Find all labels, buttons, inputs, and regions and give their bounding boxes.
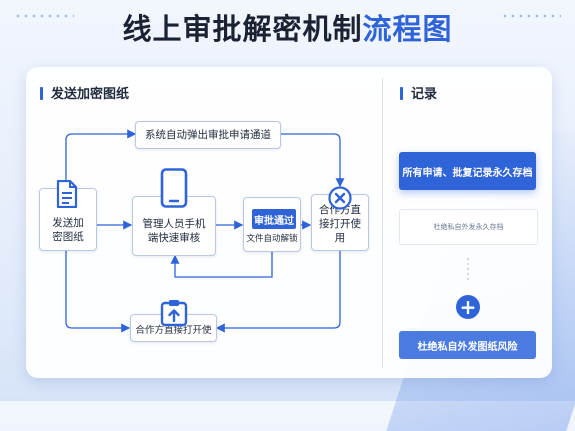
section-marker	[40, 87, 43, 100]
approved-badge: 审批通过	[252, 209, 296, 229]
arrow-send-to-popup	[65, 129, 137, 188]
risk-prevention-banner: 杜绝私自外发图纸风险	[399, 331, 536, 359]
arrow-decrypt-to-manager	[170, 252, 273, 278]
send-node-text: 发送加密图纸	[52, 217, 84, 243]
section-divider	[382, 78, 383, 368]
title-main: 线上审批解密机制	[122, 12, 363, 46]
partner-node-text: 合作方直接打开使用	[319, 204, 361, 244]
arrow-send-to-direct	[65, 251, 131, 333]
record-section-title: 记录	[400, 83, 437, 102]
record-dashed-line	[467, 258, 469, 282]
flow-connectors	[65, 129, 345, 333]
arrow-popup-to-partner	[279, 133, 345, 188]
document-icon	[56, 180, 78, 208]
record-card: 杜绝私自外发永久存档	[399, 209, 538, 245]
record-archive-banner: 所有申请、批复记录永久存档	[399, 152, 536, 190]
phone-icon	[160, 168, 188, 208]
auto-popup-text: 系统自动弹出审批申请通道	[145, 129, 271, 141]
clipboard-upload-icon	[160, 300, 188, 327]
record-section-title-text: 记录	[411, 87, 438, 102]
auto-popup-node: 系统自动弹出审批申请通道	[135, 121, 281, 149]
flow-section-title: 发送加密图纸	[40, 83, 129, 102]
close-circle-icon	[328, 186, 352, 210]
dots-decoration-right	[501, 14, 561, 18]
title-highlight: 流程图	[362, 12, 453, 46]
page-title: 线上审批解密机制流程图	[0, 6, 575, 48]
dots-decoration-left	[14, 14, 74, 18]
flow-section-title-text: 发送加密图纸	[51, 87, 130, 102]
auto-decrypt-label: 文件自动解锁	[246, 234, 298, 244]
partner-direct-text: 合作方直接打开使	[135, 325, 212, 336]
arrow-partner-to-direct	[215, 251, 341, 333]
section-marker	[400, 87, 403, 100]
manager-node-text: 管理人员手机端快速审核	[142, 218, 206, 244]
plus-icon: +	[456, 295, 480, 319]
